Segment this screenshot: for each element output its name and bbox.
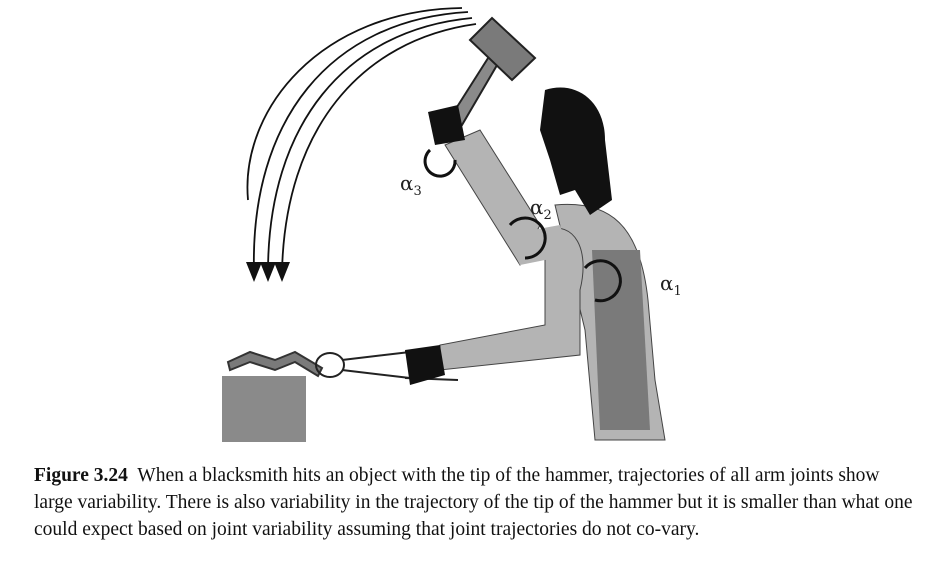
caption-text: When a blacksmith hits an object with th…	[34, 465, 913, 540]
hammer	[428, 16, 537, 145]
svg-text:α3: α3	[400, 171, 422, 199]
arrowhead-icons	[246, 262, 290, 282]
alpha2-label: α2	[530, 195, 552, 223]
figure-label: Figure 3.24	[34, 465, 128, 486]
joint-angle-arcs	[423, 148, 622, 303]
tongs	[315, 349, 459, 381]
workpiece	[226, 350, 324, 378]
hammer-trajectory-arrows	[246, 7, 477, 273]
svg-text:α2: α2	[530, 195, 552, 223]
anvil-block	[222, 376, 306, 442]
blacksmith-illustration: α3 α2 α1	[222, 7, 682, 442]
blacksmith-figure	[405, 87, 666, 441]
alpha3-label: α3	[400, 171, 422, 199]
svg-text:α1: α1	[660, 271, 682, 299]
figure-caption: Figure 3.24 When a blacksmith hits an ob…	[34, 462, 914, 543]
alpha1-label: α1	[660, 271, 682, 299]
